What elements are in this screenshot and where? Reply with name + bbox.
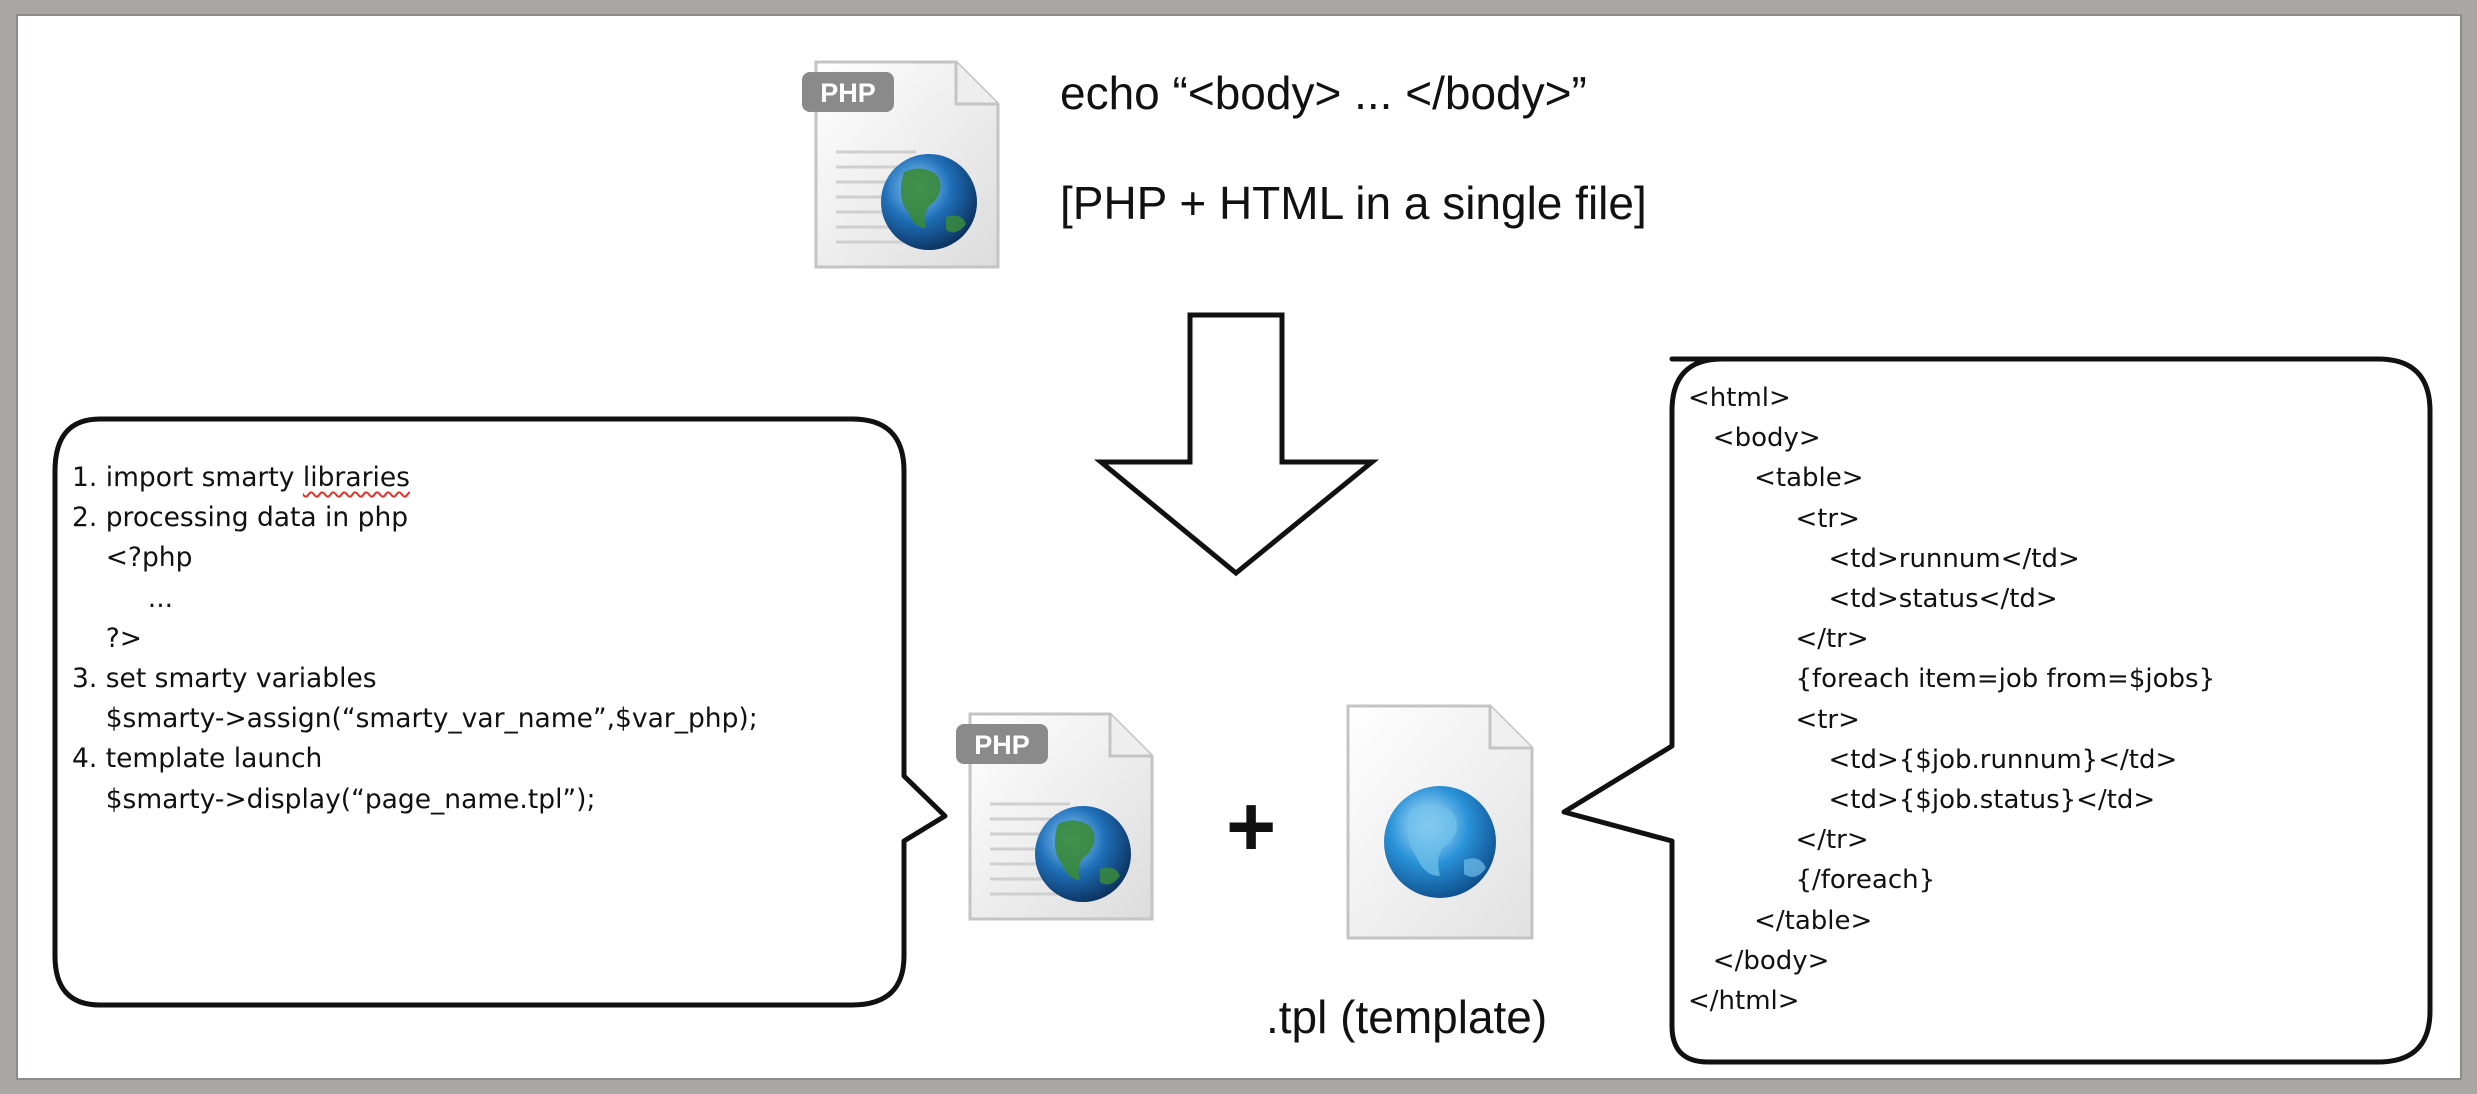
plus-sign: +	[1226, 779, 1277, 875]
code-line: <table>	[1688, 463, 1864, 494]
code-line: <td>status</td>	[1688, 584, 2058, 615]
code-line: <tr>	[1688, 503, 1860, 534]
code-line: </html>	[1688, 986, 1800, 1017]
code-line: </body>	[1688, 945, 1830, 976]
php-badge-label: PHP	[974, 730, 1030, 760]
step-line: 3. set smarty variables	[72, 663, 377, 695]
step-1-text: 1. import smarty	[72, 462, 303, 493]
code-line: <body>	[1688, 423, 1821, 454]
code-line: {/foreach}	[1688, 865, 1936, 896]
php-file-icon-bottom: PHP	[956, 712, 1154, 921]
php-file-icon-top: PHP	[802, 60, 1000, 269]
step-line: ?>	[72, 622, 142, 654]
code-line: </tr>	[1688, 624, 1869, 655]
step-line: ...	[72, 582, 174, 614]
single-file-note: [PHP + HTML in a single file]	[1060, 177, 1647, 229]
template-code: <html> <body> <table> <tr> <td>runnum</t…	[1688, 378, 2215, 1021]
code-line: <tr>	[1688, 704, 1860, 735]
template-file-icon	[1346, 704, 1534, 940]
php-badge-label: PHP	[820, 78, 876, 108]
code-line: <td>runnum</td>	[1688, 543, 2080, 574]
step-line: 4. template launch	[72, 743, 323, 775]
misspelled-word: libraries	[302, 462, 410, 493]
echo-statement: echo “<body> ... </body>”	[1060, 67, 1587, 119]
code-line: <td>{$job.status}</td>	[1688, 785, 2156, 816]
step-line: $smarty->display(“page_name.tpl”);	[72, 783, 596, 815]
template-caption: .tpl (template)	[1266, 991, 1548, 1043]
smarty-steps: 1. import smarty libraries 2. processing…	[72, 458, 758, 820]
left-speech-bubble	[52, 416, 948, 1008]
code-line: {foreach item=job from=$jobs}	[1688, 664, 2216, 695]
step-line: <?php	[72, 542, 193, 574]
code-line: </tr>	[1688, 825, 1869, 856]
right-speech-bubble	[1561, 356, 2433, 1065]
code-line: <td>{$job.runnum}</td>	[1688, 744, 2178, 775]
code-line: <html>	[1688, 383, 1791, 413]
step-1-line: 1. import smarty libraries	[72, 458, 758, 498]
code-line: </table>	[1688, 905, 1873, 936]
step-line: $smarty->assign(“smarty_var_name”,$var_p…	[72, 703, 758, 735]
step-line: 2. processing data in php	[72, 502, 409, 534]
down-arrow-icon	[1094, 312, 1380, 577]
